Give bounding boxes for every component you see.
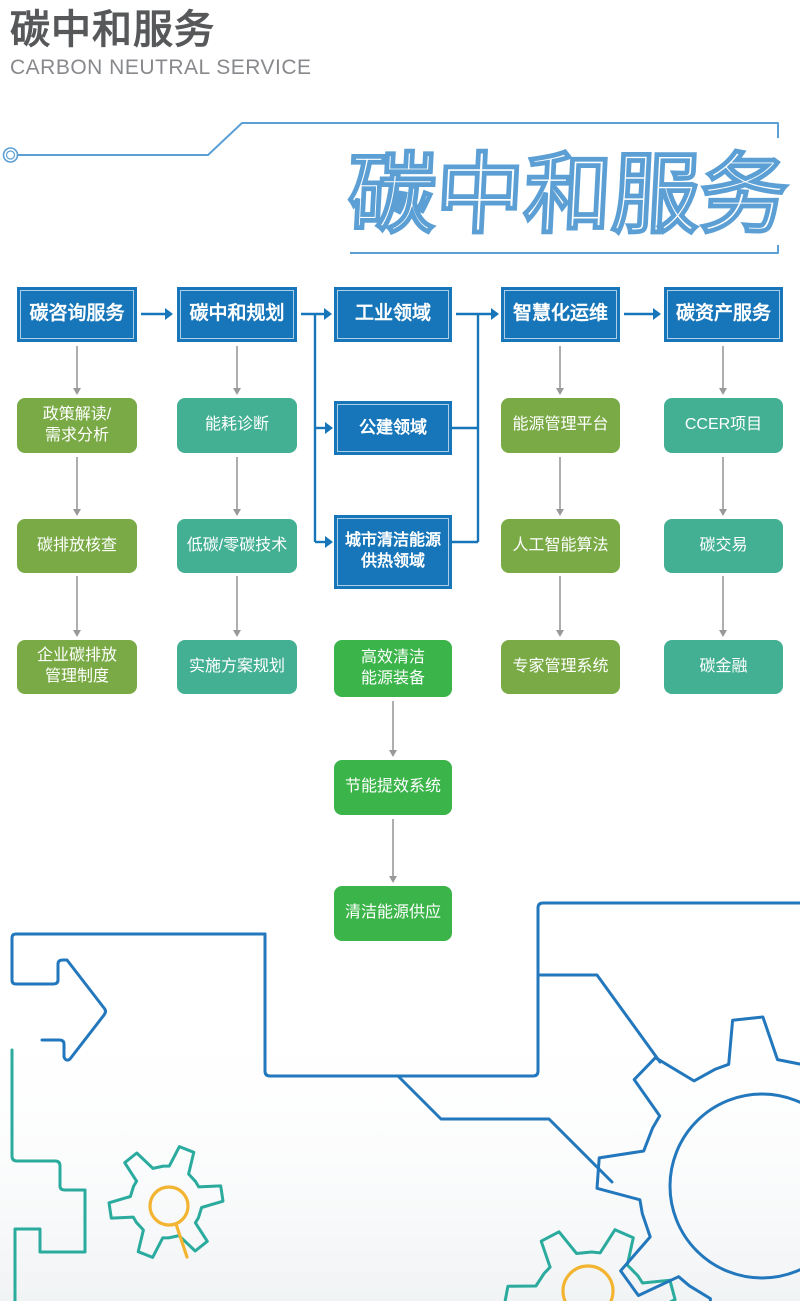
box-efficient-clean-energy-equipment: 高效清洁 能源装备 (334, 640, 452, 697)
box-low-zero-carbon-tech: 低碳/零碳技术 (177, 519, 297, 573)
box-public-building-field: 公建领域 (334, 401, 452, 455)
box-smart-operation: 智慧化运维 (501, 287, 620, 342)
magnifier-icon (561, 1264, 615, 1301)
box-emission-verification: 碳排放核查 (17, 519, 137, 573)
box-clean-energy-supply: 清洁能源供应 (334, 886, 452, 941)
page-subtitle: CARBON NEUTRAL SERVICE (10, 56, 312, 79)
box-urban-clean-heating-field: 城市清洁能源 供热领域 (334, 515, 452, 589)
gear-icon (107, 1145, 225, 1259)
box-carbon-asset-service: 碳资产服务 (664, 287, 783, 342)
magnifier-handle-icon (174, 1222, 189, 1259)
box-carbon-neutral-planning: 碳中和规划 (177, 287, 297, 342)
page-title: 碳中和服务 (10, 8, 215, 52)
box-carbon-trading: 碳交易 (664, 519, 783, 573)
watermark-outline-text: 碳中和服务 (344, 144, 791, 245)
gear-hub-icon (668, 1092, 800, 1280)
gear-icon (503, 1228, 677, 1301)
box-emission-management-system: 企业碳排放 管理制度 (17, 640, 137, 694)
flow-connectors (73, 308, 727, 883)
box-energy-saving-system: 节能提效系统 (334, 760, 452, 815)
bottom-decoration (10, 901, 800, 1301)
box-implementation-plan: 实施方案规划 (177, 640, 297, 694)
page-header: 碳中和服务 CARBON NEUTRAL SERVICE (10, 6, 312, 80)
box-industrial-field: 工业领域 (334, 287, 452, 342)
background-wash (0, 1000, 800, 1301)
box-energy-mgmt-platform: 能源管理平台 (501, 398, 620, 453)
box-carbon-consulting: 碳咨询服务 (17, 287, 137, 342)
ring-icon (2, 147, 19, 163)
ring-icon (5, 150, 16, 160)
magnifier-icon (148, 1185, 190, 1227)
box-carbon-finance: 碳金融 (664, 640, 783, 694)
box-expert-mgmt-system: 专家管理系统 (501, 640, 620, 694)
box-energy-diagnosis: 能耗诊断 (177, 398, 297, 453)
box-ccer-project: CCER项目 (664, 398, 783, 453)
box-policy-analysis: 政策解读/ 需求分析 (17, 398, 137, 453)
gear-icon (595, 1015, 800, 1301)
box-ai-algorithm: 人工智能算法 (501, 519, 620, 573)
arrow-shape-icon (10, 932, 267, 1062)
top-decoration-lines (2, 122, 779, 254)
